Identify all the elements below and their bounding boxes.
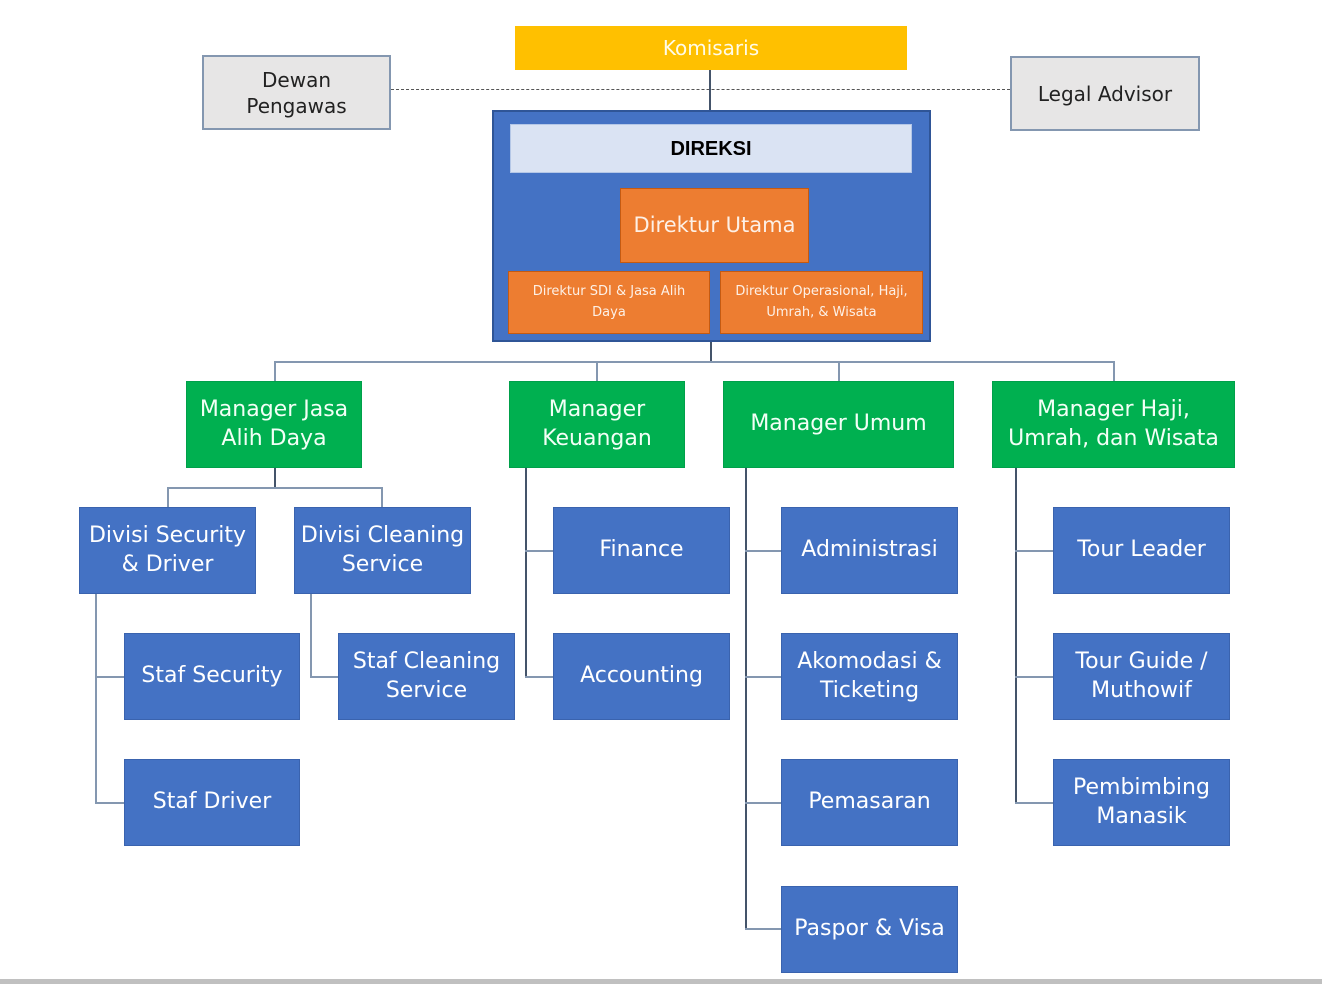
- divisi-security-line-1: Divisi Security: [88, 522, 247, 548]
- divisi-cleaning-line-2: Service: [341, 551, 424, 577]
- akomodasi-branch: [745, 676, 782, 678]
- komisaris-connector: [709, 70, 711, 110]
- pembimbing-line-1: Pembimbing: [1073, 774, 1210, 800]
- keuangan-spine: [525, 467, 527, 678]
- division-cleaning-drop: [381, 487, 383, 507]
- direktur-operasional-label-line-2: Umrah, & Wisata: [766, 304, 877, 320]
- bottom-border: [0, 979, 1322, 984]
- akomodasi-line-1: Akomodasi &: [797, 648, 942, 674]
- komisaris-box: Komisaris: [515, 26, 907, 70]
- division-security-drop: [167, 487, 169, 507]
- haji-spine: [1015, 467, 1017, 804]
- manager-haji-line-2: Umrah, dan Wisata: [1008, 425, 1219, 451]
- direktur-operasional-label-line-1: Direktur Operasional, Haji,: [735, 283, 908, 299]
- divisi-security-driver-box: Divisi Security & Driver: [79, 507, 256, 594]
- pembimbing-manasik-box: Pembimbing Manasik: [1053, 759, 1230, 846]
- staf-driver-label: Staf Driver: [152, 789, 272, 815]
- manager-4-drop: [1113, 361, 1115, 381]
- dewan-pengawas-box: Dewan Pengawas: [202, 55, 391, 130]
- dewan-pengawas-label-line-2: Pengawas: [246, 93, 347, 118]
- manager-3-drop: [838, 361, 840, 381]
- direksi-trunk-connector: [710, 340, 712, 362]
- paspor-branch: [745, 928, 782, 930]
- managers-bus-connector: [274, 361, 1115, 363]
- tour-leader-branch: [1015, 550, 1054, 552]
- akomodasi-ticketing-box: Akomodasi & Ticketing: [781, 633, 958, 720]
- alih-daya-trunk: [274, 467, 276, 488]
- komisaris-label: Komisaris: [662, 36, 760, 60]
- tour-guide-line-2: Muthowif: [1091, 677, 1192, 703]
- dewan-pengawas-label-line-1: Dewan: [262, 67, 331, 92]
- manager-keuangan-line-1: Manager: [548, 396, 646, 422]
- staf-driver-box: Staf Driver: [124, 759, 300, 846]
- manager-jasa-alih-daya-line-2: Alih Daya: [221, 425, 327, 451]
- akomodasi-line-2: Ticketing: [819, 677, 920, 703]
- pembimbing-branch: [1015, 802, 1054, 804]
- finance-label: Finance: [599, 537, 684, 563]
- pembimbing-line-2: Manasik: [1096, 803, 1187, 829]
- pemasaran-branch: [745, 802, 782, 804]
- pemasaran-box: Pemasaran: [781, 759, 958, 846]
- direktur-sdi-label-line-2: Daya: [592, 304, 626, 320]
- advisory-dashed-connector: [391, 89, 1010, 90]
- direksi-title-box: DIREKSI: [510, 124, 912, 173]
- legal-advisor-box: Legal Advisor: [1010, 56, 1200, 131]
- divisi-cleaning-line-1: Divisi Cleaning: [300, 522, 465, 548]
- pemasaran-label: Pemasaran: [808, 789, 931, 815]
- direktur-operasional-box: Direktur Operasional, Haji, Umrah, & Wis…: [720, 271, 923, 334]
- security-staff-spine: [95, 593, 97, 803]
- legal-advisor-label: Legal Advisor: [1037, 81, 1173, 106]
- manager-1-drop: [274, 361, 276, 381]
- staf-security-branch: [95, 676, 125, 678]
- direktur-utama-box: Direktur Utama: [620, 188, 809, 263]
- accounting-label: Accounting: [580, 663, 703, 689]
- manager-umum-label: Manager Umum: [750, 411, 927, 437]
- manager-2-drop: [596, 361, 598, 381]
- staf-cleaning-line-1: Staf Cleaning: [352, 648, 501, 674]
- tour-leader-box: Tour Leader: [1053, 507, 1230, 594]
- divisi-security-line-2: & Driver: [121, 551, 214, 577]
- accounting-box: Accounting: [553, 633, 730, 720]
- administrasi-box: Administrasi: [781, 507, 958, 594]
- staf-security-label: Staf Security: [141, 663, 283, 689]
- tour-guide-muthowif-box: Tour Guide / Muthowif: [1053, 633, 1230, 720]
- staf-cleaning-branch: [310, 676, 339, 678]
- tour-leader-label: Tour Leader: [1077, 537, 1206, 563]
- manager-jasa-alih-daya-line-1: Manager Jasa: [199, 396, 349, 422]
- direktur-sdi-box: Direktur SDI & Jasa Alih Daya: [508, 271, 710, 334]
- paspor-visa-label: Paspor & Visa: [794, 916, 945, 942]
- accounting-branch: [525, 676, 554, 678]
- staf-driver-branch: [95, 802, 125, 804]
- manager-keuangan-box: Manager Keuangan: [509, 381, 685, 468]
- finance-branch: [525, 550, 554, 552]
- cleaning-staff-spine: [310, 593, 312, 678]
- divisions-bus: [167, 487, 383, 489]
- staf-cleaning-line-2: Service: [385, 677, 468, 703]
- divisi-cleaning-service-box: Divisi Cleaning Service: [294, 507, 471, 594]
- direktur-sdi-label-line-1: Direktur SDI & Jasa Alih: [532, 283, 686, 299]
- direktur-utama-label: Direktur Utama: [633, 212, 796, 237]
- paspor-visa-box: Paspor & Visa: [781, 886, 958, 973]
- manager-haji-line-1: Manager Haji,: [1037, 396, 1190, 422]
- tour-guide-branch: [1015, 676, 1054, 678]
- umum-spine: [745, 467, 747, 930]
- staf-security-box: Staf Security: [124, 633, 300, 720]
- direksi-title: DIREKSI: [670, 137, 752, 160]
- administrasi-label: Administrasi: [801, 537, 938, 563]
- manager-umum-box: Manager Umum: [723, 381, 954, 468]
- finance-box: Finance: [553, 507, 730, 594]
- tour-guide-line-1: Tour Guide /: [1075, 648, 1208, 674]
- manager-keuangan-line-2: Keuangan: [542, 425, 652, 451]
- staf-cleaning-service-box: Staf Cleaning Service: [338, 633, 515, 720]
- manager-jasa-alih-daya-box: Manager Jasa Alih Daya: [186, 381, 362, 468]
- manager-haji-umrah-wisata-box: Manager Haji, Umrah, dan Wisata: [992, 381, 1235, 468]
- administrasi-branch: [745, 550, 782, 552]
